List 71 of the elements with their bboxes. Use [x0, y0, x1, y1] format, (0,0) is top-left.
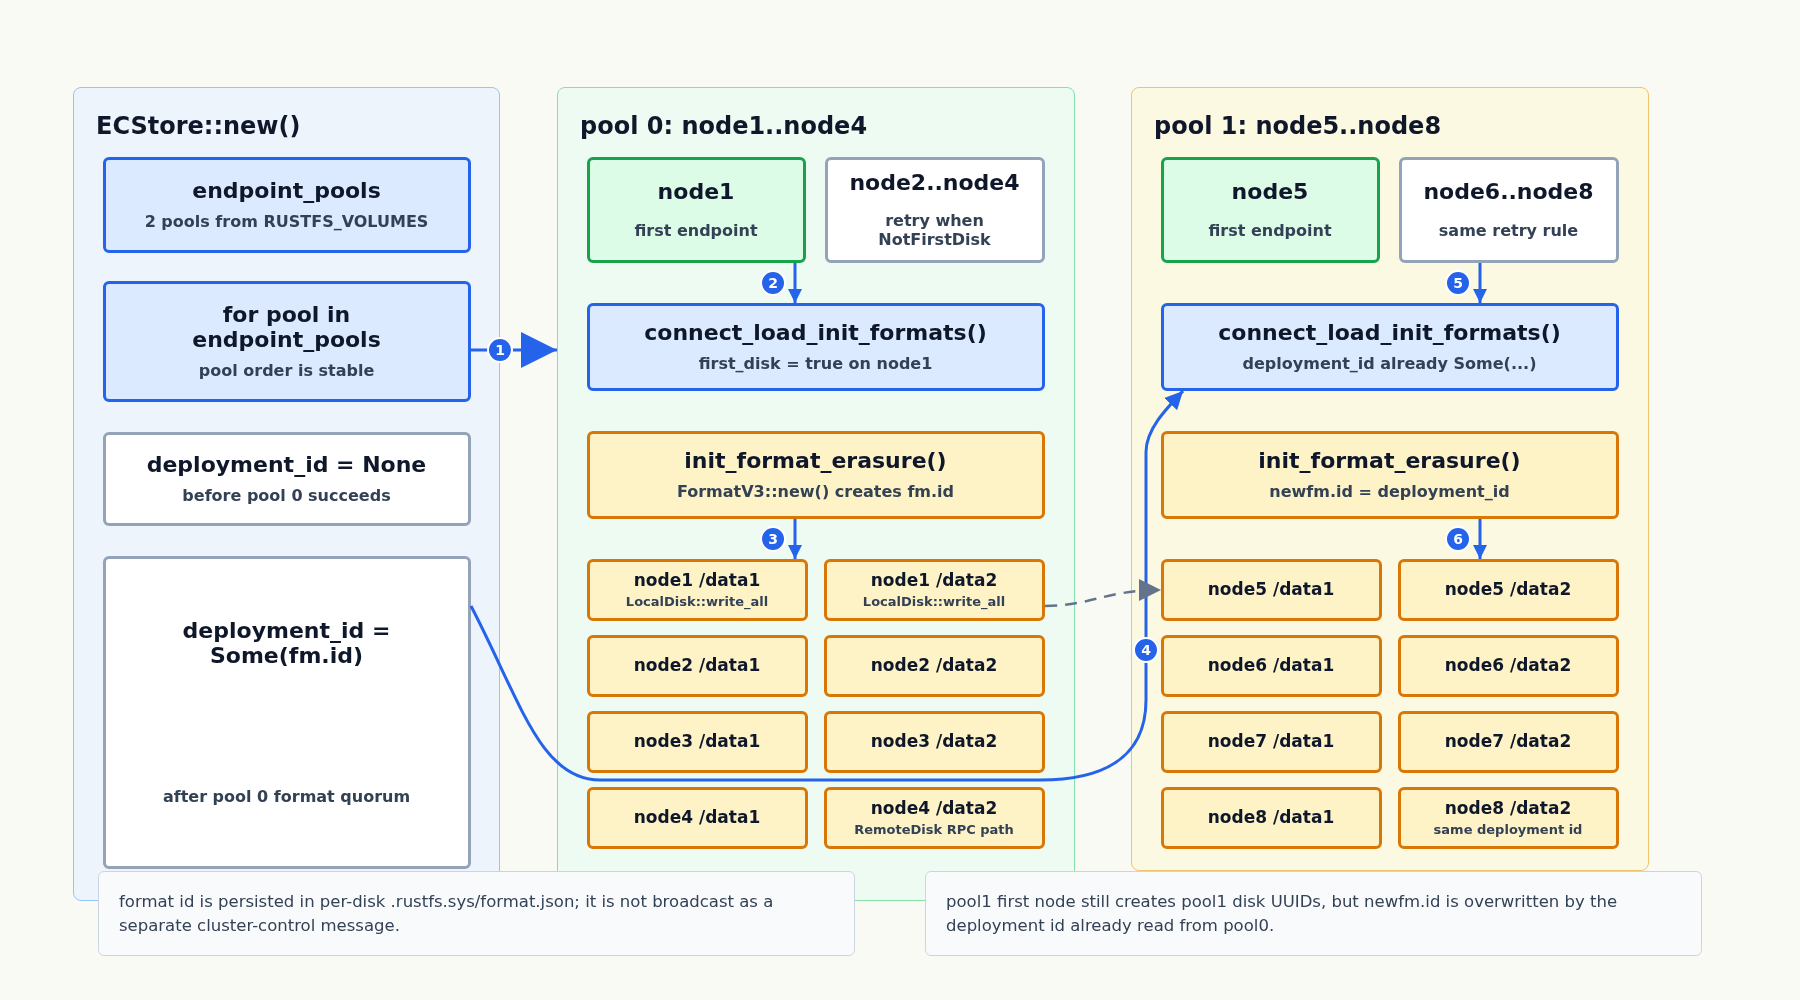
- box-subtitle: deployment_id already Some(...): [1242, 353, 1537, 373]
- panel-title: pool 0: node1..node4: [580, 111, 868, 142]
- process-box: [586, 156, 806, 263]
- panel-title: ECStore::new(): [96, 111, 301, 142]
- note-box: [925, 871, 1702, 956]
- process-box: [102, 555, 471, 869]
- box-title: node6..node8: [1423, 179, 1594, 205]
- box-subtitle: same retry rule: [1438, 220, 1579, 240]
- disk-label: node4 /data2: [870, 797, 998, 818]
- note-text: format id is persisted in per-disk .rustfs.sys/format.json; it is not broadcast as a separate cluster-control message.: [119, 890, 775, 937]
- group-panel: [1131, 87, 1649, 871]
- box-title: init_format_erasure(): [1258, 448, 1521, 474]
- disk-label: node5 /data2: [1444, 579, 1572, 600]
- box-subtitle: first_disk = true on node1: [698, 353, 933, 373]
- box-subtitle: first endpoint: [1208, 220, 1332, 240]
- panel-title: pool 1: node5..node8: [1154, 111, 1442, 142]
- process-box: [102, 156, 471, 253]
- disk-label: node1 /data2: [870, 569, 998, 590]
- box-title: deployment_id = Some(fm.id): [181, 617, 392, 669]
- box-subtitle: first endpoint: [634, 220, 758, 240]
- box-title: connect_load_init_formats(): [1218, 320, 1561, 346]
- note-box: [98, 871, 855, 956]
- box-subtitle: retry when NotFirstDisk: [877, 210, 992, 250]
- disk-label: node2 /data1: [633, 655, 761, 676]
- box-subtitle: 2 pools from RUSTFS_VOLUMES: [144, 211, 429, 231]
- disk-label: node7 /data1: [1207, 731, 1335, 752]
- note-text: pool1 first node still creates pool1 disk UUIDs, but newfm.id is overwritten by the deployment id already read from pool0.: [946, 890, 1619, 937]
- process-box: [824, 156, 1045, 263]
- disk-note: LocalDisk::write_all: [862, 593, 1006, 610]
- disk-label: node8 /data1: [1207, 807, 1335, 828]
- process-box: [1160, 302, 1619, 391]
- disk-label: node5 /data1: [1207, 579, 1335, 600]
- disk-label: node4 /data1: [633, 807, 761, 828]
- process-box: [1160, 156, 1380, 263]
- box-subtitle: pool order is stable: [198, 360, 375, 380]
- process-box: [586, 430, 1045, 519]
- disk-label: node2 /data2: [870, 655, 998, 676]
- process-box: [1160, 430, 1619, 519]
- disk-label: node3 /data2: [870, 731, 998, 752]
- box-title: connect_load_init_formats(): [644, 320, 987, 346]
- box-title: node2..node4: [849, 169, 1020, 195]
- curved-arrow: [469, 389, 1185, 782]
- disk-label: node6 /data1: [1207, 655, 1335, 676]
- disk-label: node3 /data1: [633, 731, 761, 752]
- box-subtitle: newfm.id = deployment_id: [1269, 481, 1510, 501]
- process-box: [102, 280, 471, 402]
- disk-label: node1 /data1: [633, 569, 761, 590]
- box-title: init_format_erasure(): [684, 448, 947, 474]
- arrow: [1473, 519, 1487, 559]
- box-subtitle: before pool 0 succeeds: [182, 485, 391, 505]
- box-subtitle: after pool 0 format quorum: [162, 787, 411, 807]
- box-title: for pool in endpoint_pools: [191, 302, 382, 353]
- arrow: [788, 263, 802, 303]
- dashed-arrow: [1044, 579, 1162, 608]
- arrow: [788, 519, 802, 559]
- box-title: deployment_id = None: [146, 452, 427, 478]
- process-box: [1398, 156, 1619, 263]
- disk-note: same deployment id: [1433, 821, 1583, 838]
- box-title: node1: [657, 179, 735, 205]
- box-subtitle: FormatV3::new() creates fm.id: [676, 481, 955, 501]
- process-box: [102, 431, 471, 526]
- box-title: endpoint_pools: [192, 178, 381, 204]
- disk-note: LocalDisk::write_all: [625, 593, 769, 610]
- disk-label: node7 /data2: [1444, 731, 1572, 752]
- step-badge: 1: [487, 337, 513, 363]
- disk-label: node6 /data2: [1444, 655, 1572, 676]
- box-title: node5: [1231, 179, 1309, 205]
- disk-label: node8 /data2: [1444, 797, 1572, 818]
- disk-note: RemoteDisk RPC path: [854, 821, 1014, 838]
- arrow: [1473, 263, 1487, 303]
- process-box: [586, 302, 1045, 391]
